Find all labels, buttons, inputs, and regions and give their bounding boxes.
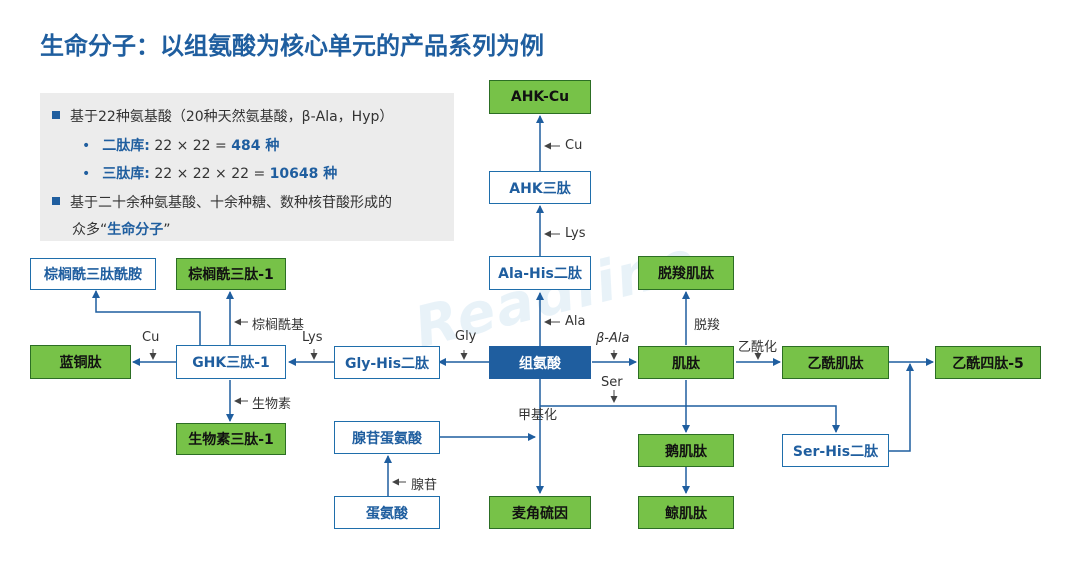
node-biotin-tripeptide-1: 生物素三肽-1 — [176, 423, 286, 455]
node-carnosine: 肌肽 — [638, 346, 734, 379]
page-title: 生命分子：以组氨酸为核心单元的产品系列为例 — [40, 32, 544, 60]
node-acetyl-carnosine: 乙酰肌肽 — [782, 346, 889, 379]
node-ahk-cu: AHK-Cu — [489, 80, 591, 114]
square-bullet-icon — [52, 111, 60, 119]
label-adenosine: 腺苷 — [411, 478, 438, 493]
node-blue-copper-peptide: 蓝铜肽 — [30, 345, 131, 379]
node-ergothioneine: 麦角硫因 — [489, 496, 591, 529]
node-acetyl-tetrapeptide-5: 乙酰四肽-5 — [935, 346, 1041, 379]
label-lys-left: Lys — [302, 330, 323, 345]
label-ala: Ala — [565, 314, 586, 329]
node-ala-his-dipeptide: Ala-His二肽 — [489, 256, 591, 290]
node-balenine: 鲸肌肽 — [638, 496, 734, 529]
node-decarboxy-carnosine: 脱羧肌肽 — [638, 256, 734, 290]
dot-bullet-icon: • — [82, 138, 91, 154]
label-acetylation: 乙酰化 — [738, 340, 778, 355]
label-cu: Cu — [565, 138, 583, 153]
label-cu-left: Cu — [142, 330, 160, 345]
info-bullet-2-cont: 众多“生命分子” — [72, 222, 171, 238]
node-ghk-tripeptide-1: GHK三肽-1 — [176, 345, 286, 379]
arrow-his-to-serhis — [540, 405, 840, 433]
info-bullet-1: 基于22种氨基酸（20种天然氨基酸，β-Ala，Hyp） — [52, 106, 393, 126]
label-biotin: 生物素 — [252, 397, 292, 412]
label-palmitoyl: 棕榈酰基 — [252, 318, 305, 333]
arrow-ghk-to-palmamide — [92, 290, 201, 345]
label-lys: Lys — [565, 226, 586, 241]
node-methionine: 蛋氨酸 — [334, 496, 440, 529]
node-gly-his-dipeptide: Gly-His二肽 — [334, 346, 440, 379]
node-anserine: 鹅肌肽 — [638, 434, 734, 467]
dot-bullet-icon: • — [82, 166, 91, 182]
node-palmitoyl-tripeptide-1: 棕榈酰三肽-1 — [176, 258, 286, 290]
node-s-adenosyl-methionine: 腺苷蛋氨酸 — [334, 421, 440, 454]
info-panel: 基于22种氨基酸（20种天然氨基酸，β-Ala，Hyp） •二肽库: 22 × … — [40, 93, 454, 241]
node-histidine: 组氨酸 — [489, 346, 591, 379]
label-beta-ala: β-Ala — [596, 331, 630, 346]
node-palmitoyl-tripeptide-amide: 棕榈酰三肽酰胺 — [30, 258, 156, 290]
arrow-serhis-to-tetra — [889, 363, 914, 452]
label-gly: Gly — [455, 329, 477, 344]
label-methylation: 甲基化 — [518, 408, 558, 423]
square-bullet-icon — [52, 197, 60, 205]
info-bullet-2: 基于二十余种氨基酸、十余种糖、数种核苷酸形成的 — [52, 192, 392, 212]
label-ser: Ser — [601, 375, 623, 390]
info-bullet-tripeptide: •三肽库: 22 × 22 × 22 = 10648 种 — [82, 166, 338, 182]
node-ahk-tripeptide: AHK三肽 — [489, 171, 591, 204]
label-decarboxylation: 脱羧 — [694, 318, 721, 333]
node-ser-his-dipeptide: Ser-His二肽 — [782, 434, 889, 467]
info-bullet-dipeptide: •二肽库: 22 × 22 = 484 种 — [82, 138, 280, 154]
